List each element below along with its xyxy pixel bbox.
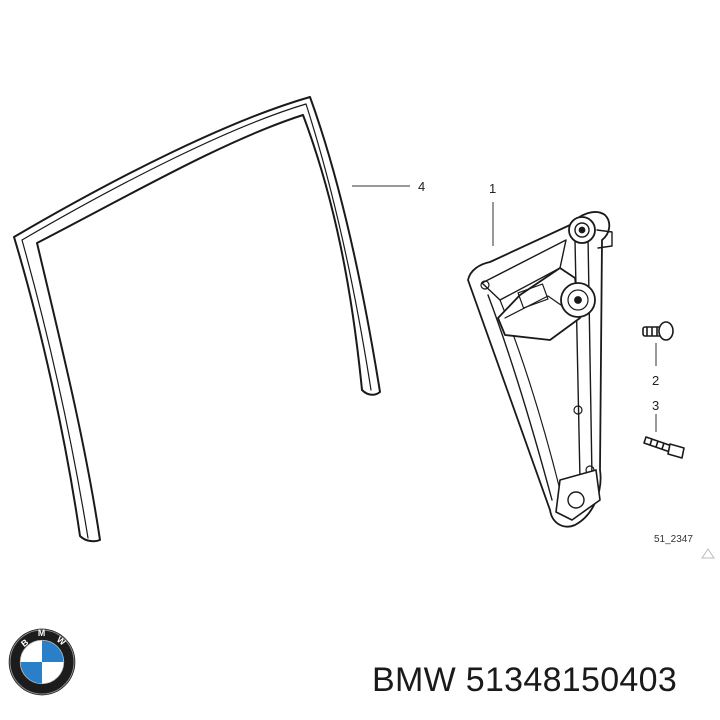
svg-text:M: M <box>38 628 45 638</box>
bolt-part <box>642 321 674 341</box>
callout-1: 1 <box>489 181 496 196</box>
brand-name: BMW <box>372 661 456 699</box>
callout-3: 3 <box>652 398 659 413</box>
part-caption: BMW 51348150403 <box>372 661 677 700</box>
reference-triangle-icon <box>701 548 715 559</box>
window-seal-part <box>13 96 381 543</box>
callout-4: 4 <box>418 179 425 194</box>
callout-2: 2 <box>652 373 659 388</box>
bmw-roundel-icon: B M W <box>8 628 76 696</box>
part-number: 51348150403 <box>465 661 678 699</box>
svg-text:B: B <box>19 637 30 649</box>
diagram-reference: 51_2347 <box>654 534 693 545</box>
leader-lines <box>352 185 657 432</box>
screw-part <box>643 436 685 459</box>
window-regulator-part <box>467 211 613 528</box>
